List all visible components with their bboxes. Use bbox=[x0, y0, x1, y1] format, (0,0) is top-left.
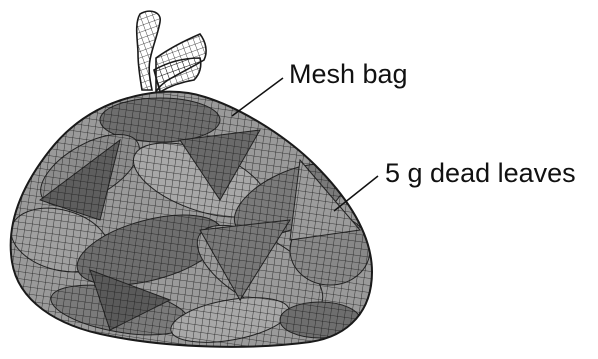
dead-leaves bbox=[0, 80, 380, 354]
mesh-bag bbox=[0, 80, 380, 354]
mesh-bag-leader-line bbox=[232, 78, 283, 116]
bag-tie bbox=[137, 11, 206, 92]
mesh-bag-label: Mesh bag bbox=[289, 61, 408, 88]
dead-leaves-label: 5 g dead leaves bbox=[385, 160, 576, 187]
